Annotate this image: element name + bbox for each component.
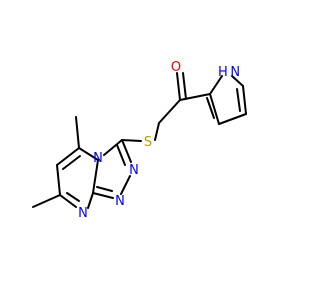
bond-nb-c8a — [92, 192, 114, 199]
bond-nb-c8a-double — [96, 186, 113, 192]
bond-c5-c6 — [56, 147, 80, 166]
bond-pyrrole-c5-c4-double — [236, 88, 241, 112]
bond-c2-carbonyl — [179, 93, 211, 101]
bonds — [32, 72, 247, 209]
bond-c7-n8 — [59, 194, 77, 208]
atom-label-n-triazole-a: N — [129, 163, 139, 178]
bond-c7-n8-double — [66, 192, 80, 202]
bond-pyrrole-c5-c4 — [242, 85, 247, 115]
bond-n8-c8a — [87, 192, 94, 209]
bond-pyrrole-n-c5 — [231, 75, 244, 87]
bond-c5-c6-double — [62, 155, 81, 170]
molecule-structure: H N O S N N N N — [32, 60, 247, 221]
atom-label-s-thioether: S — [144, 135, 152, 150]
atom-label-n-triazole-b: N — [115, 194, 125, 209]
bond-carbonyl-ch2 — [158, 99, 181, 124]
bond-na-nb — [120, 175, 131, 195]
atom-label-o-carbonyl: O — [171, 60, 181, 75]
bond-c6-c7 — [56, 164, 61, 196]
bond-c3-na-double — [116, 144, 126, 166]
bond-pyrrole-n-c2 — [209, 75, 223, 95]
bond-nbridge-c5 — [78, 147, 99, 161]
atom-label-n-pyrrole: H N — [218, 65, 240, 80]
bond-carbonyl-o-double — [182, 72, 187, 100]
bond-ch2-s — [154, 122, 160, 141]
bond-c7-methyl — [32, 194, 61, 208]
bond-pyrrole-c3-c2 — [209, 93, 220, 125]
bond-pyrrole-c3-c2-double — [206, 97, 215, 119]
atom-labels: H N O S N N N N — [78, 60, 240, 221]
bond-c3-na — [121, 139, 132, 163]
bond-c8a-nbridge — [92, 159, 99, 194]
bond-c3-nbridge — [103, 139, 123, 156]
bond-carbonyl-o — [176, 72, 181, 101]
bond-s-c3 — [121, 139, 142, 142]
atom-label-n-pyrimidine: N — [78, 206, 88, 221]
atom-label-n-bridge: N — [93, 151, 103, 166]
bond-pyrrole-c4-c3 — [218, 113, 247, 125]
bond-c5-methyl — [75, 116, 80, 149]
